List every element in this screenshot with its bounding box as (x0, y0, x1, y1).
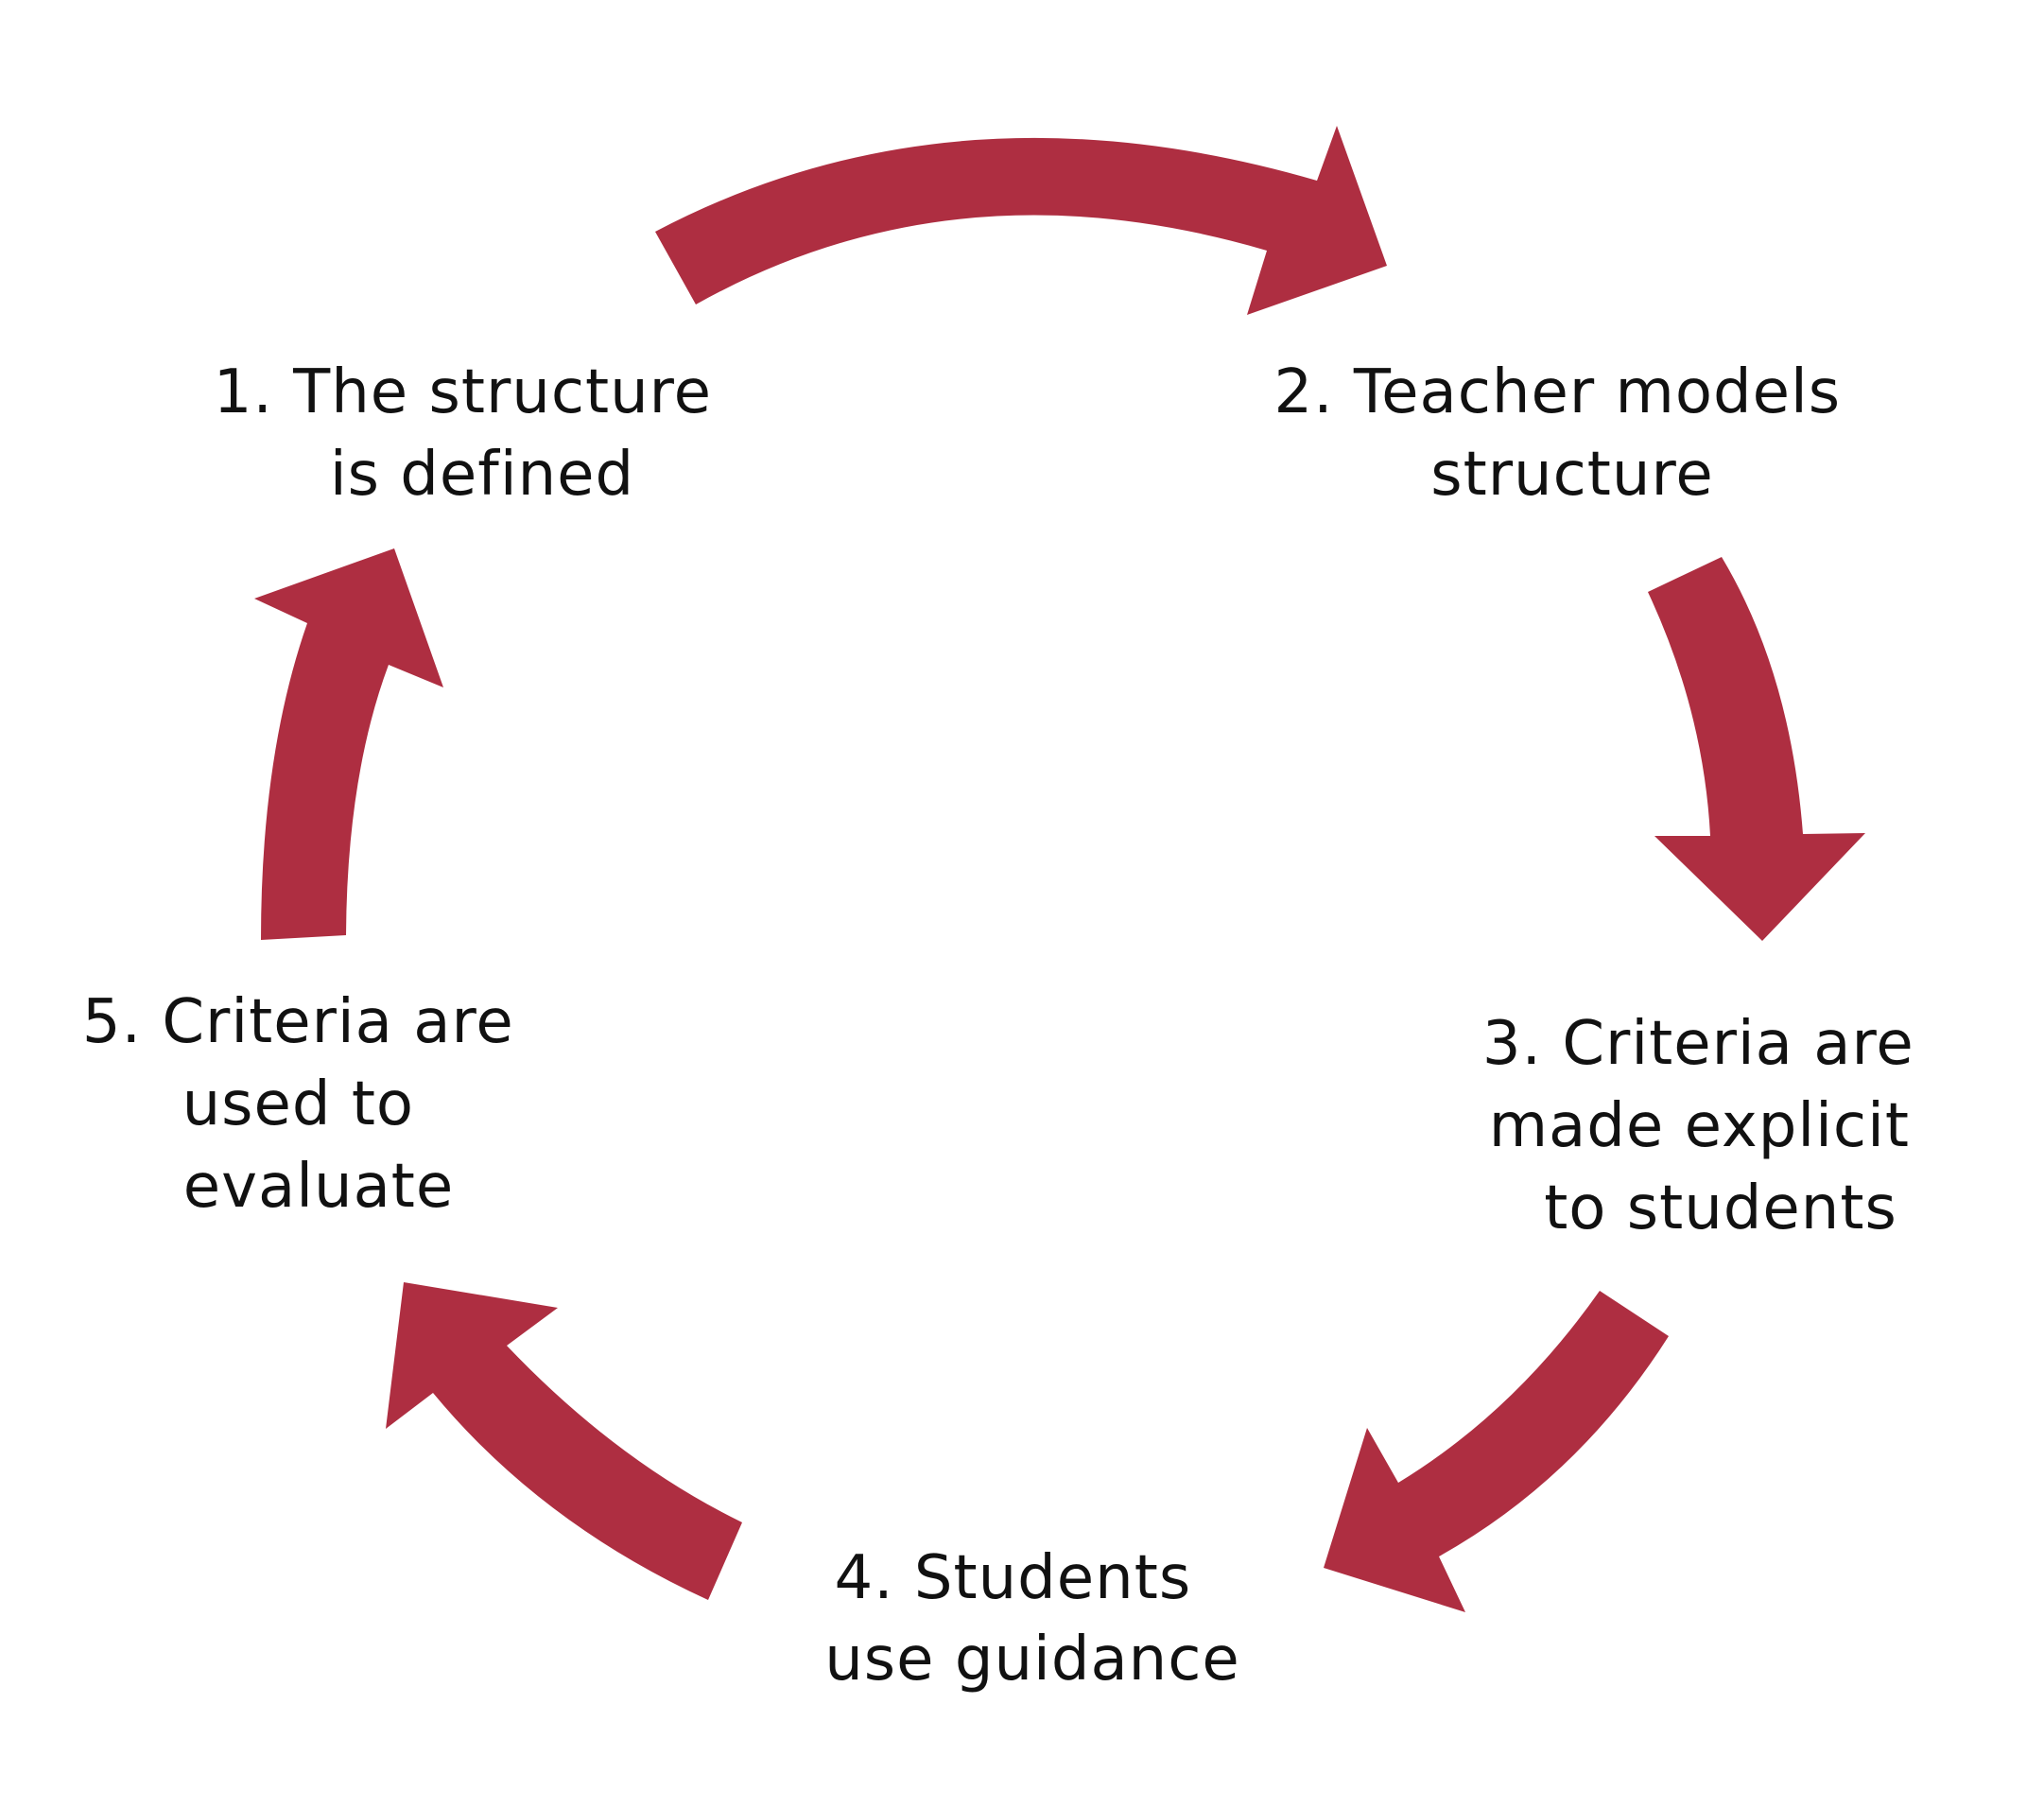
stage-5-label: 5. Criteria are used to evaluate (82, 987, 534, 1222)
stage-3-label: 3. Criteria are made explicit to student… (1482, 1009, 1934, 1243)
arrow-4-to-5 (386, 1282, 742, 1600)
stage-2-label: 2. Teacher models structure (1274, 357, 1862, 510)
arrow-3-to-4 (1324, 1291, 1669, 1612)
arrow-2-to-3 (1648, 557, 1865, 941)
arrow-5-to-1 (254, 548, 443, 940)
stage-1-label: 1. The structure is defined (214, 357, 733, 510)
stage-labels: 1. The structure is defined 2. Teacher m… (82, 357, 1934, 1695)
arrow-1-to-2 (655, 126, 1387, 315)
cycle-arrows (254, 126, 1865, 1612)
stage-4-label: 4. Students use guidance (824, 1543, 1240, 1695)
